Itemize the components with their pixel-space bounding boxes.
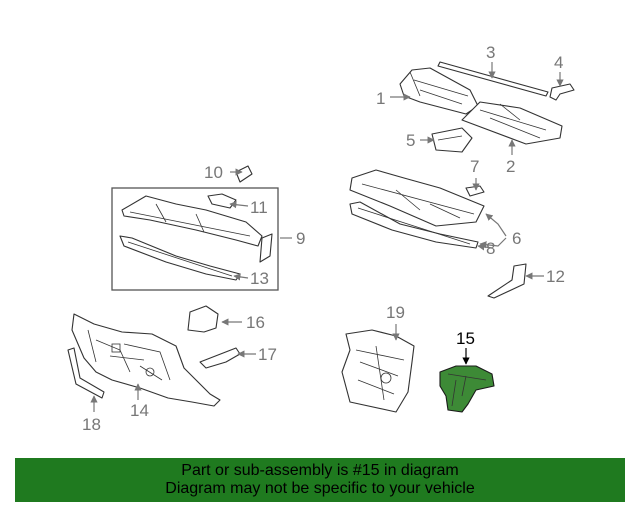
callout-labels: 1 2 3 4 5 6 7 8 9 10 11 12 13 14 15 16 1…: [82, 43, 565, 434]
callout-4: 4: [554, 53, 563, 72]
callout-8: 8: [486, 239, 495, 258]
callout-17: 17: [258, 345, 277, 364]
leader-lines: [90, 62, 564, 412]
callout-13: 13: [250, 269, 269, 288]
callout-11: 11: [250, 198, 268, 217]
part-4-bracket: [549, 83, 575, 101]
callout-1: 1: [376, 89, 385, 108]
part-9-panel: [121, 195, 273, 263]
callout-5: 5: [406, 131, 415, 150]
part-10-clip: [235, 165, 253, 183]
callout-18: 18: [82, 415, 101, 434]
callout-15: 15: [456, 329, 475, 348]
part-11-clip: [207, 193, 237, 209]
part-13-strip: [119, 235, 241, 281]
callout-2: 2: [506, 157, 515, 176]
part-8-strip: [349, 201, 479, 249]
part-2-cowl-panel: [461, 101, 563, 145]
part-6-cowl-top: [349, 169, 485, 227]
banner-line-1: Part or sub-assembly is #15 in diagram: [181, 462, 459, 479]
part-3-strip: [437, 61, 549, 97]
callout-3: 3: [486, 43, 495, 62]
callout-7: 7: [470, 157, 479, 176]
callout-6: 6: [512, 229, 521, 248]
part-15-highlighted-bracket: [439, 365, 495, 413]
part-16-bracket: [187, 305, 219, 333]
part-5-box: [431, 127, 473, 153]
part-18-strip: [67, 347, 105, 399]
part-19-housing: [341, 329, 415, 413]
callout-10: 10: [204, 163, 223, 182]
group-box-9: [111, 187, 279, 291]
part-14-dash-panel: [71, 313, 221, 407]
part-12-bracket: [487, 263, 527, 299]
part-17-bracket: [199, 347, 241, 369]
callout-14: 14: [130, 401, 149, 420]
callout-16: 16: [246, 313, 265, 332]
part-1-cowl-panel: [399, 67, 479, 115]
info-banner: Part or sub-assembly is #15 in diagram D…: [15, 458, 625, 502]
callout-12: 12: [546, 267, 565, 286]
banner-line-2: Diagram may not be specific to your vehi…: [165, 480, 475, 497]
callout-9: 9: [296, 229, 305, 248]
callout-19: 19: [386, 303, 405, 322]
part-7-clip: [465, 185, 485, 197]
